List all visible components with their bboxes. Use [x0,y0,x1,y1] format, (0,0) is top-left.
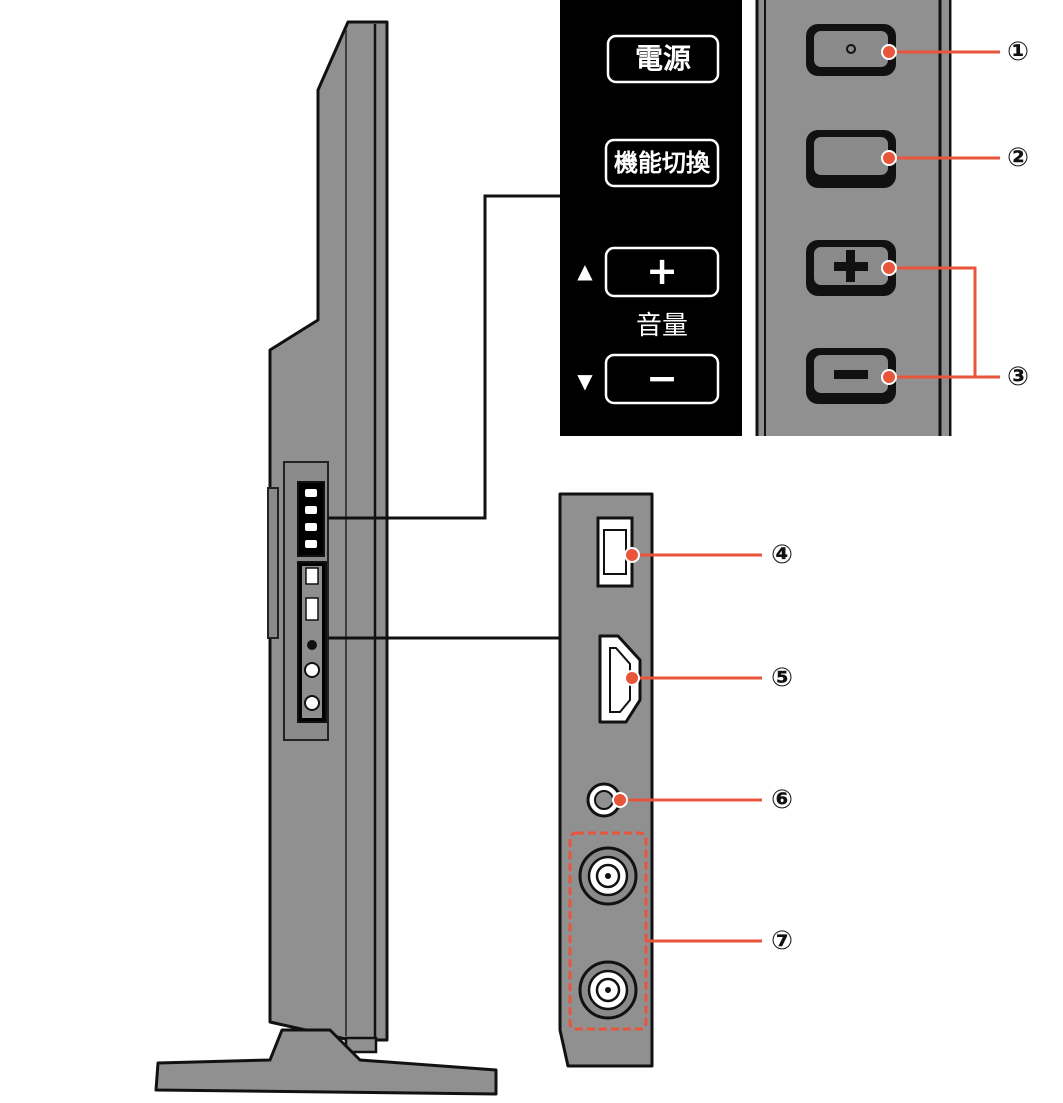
minus-label: − [646,356,678,400]
mini-button-3 [305,523,317,531]
mini-audio-jack [307,640,317,650]
mini-antenna-port-2 [304,695,320,711]
callout-4: ④ [770,540,793,570]
up-arrow-label: ▲ [577,259,593,283]
mini-button-2 [305,506,317,514]
power-label: 電源 [634,42,691,75]
leader-lines [618,50,1000,943]
mini-hdmi-port [305,597,319,621]
minus-label-box [604,353,720,405]
leader-dots [612,44,897,808]
antenna-group-outline [568,831,648,1031]
plus-label: + [646,249,678,293]
down-arrow-label: ▼ [577,369,593,393]
callout-6: ⑥ [770,785,793,815]
volume-up-button [806,240,896,296]
tv-side-view [154,20,498,1096]
power-label-box [606,34,720,84]
tv-stand [154,1028,498,1096]
callout-3: ③ [1006,362,1029,392]
antenna-port-2 [578,960,638,1020]
power-button [806,24,896,76]
function-label-box [604,138,720,188]
mini-button-4 [305,540,317,548]
antenna-port-1 [578,846,638,906]
volume-label: 音量 [635,311,688,341]
mini-button-1 [305,489,317,497]
hdmi-port [598,634,642,724]
function-button [806,130,896,188]
callout-7: ⑦ [770,926,793,956]
callout-5: ⑤ [770,663,793,693]
callout-2: ② [1006,143,1029,173]
callout-1: ① [1006,37,1029,67]
volume-down-button [806,348,896,404]
tv-side-bump [267,487,279,639]
plus-label-box [604,246,720,298]
mini-antenna-port-1 [304,662,320,678]
connector-to-button-panel [328,194,560,520]
port-panel [558,492,654,1068]
mini-usb-port [305,567,319,585]
function-switch-label: 機能切換 [614,149,710,177]
